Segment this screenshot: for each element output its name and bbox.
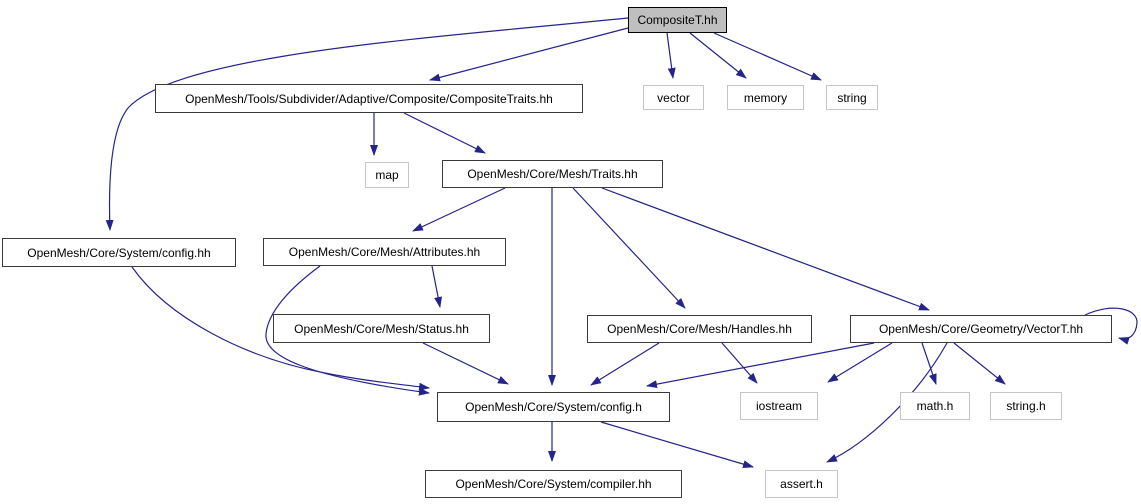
node-composite-t-hh: CompositeT.hh [628,7,727,33]
node-iostream: iostream [740,392,818,420]
node-mesh-handles-hh[interactable]: OpenMesh/Core/Mesh/Handles.hh [587,315,812,343]
edge-vectort-to-string-h [953,342,1006,385]
edge-attributes-to-status [431,265,443,308]
node-system-config-h[interactable]: OpenMesh/Core/System/config.h [437,392,670,422]
node-string-h: string.h [990,392,1062,420]
node-assert-h: assert.h [765,470,838,498]
edge-status-to-config-h [422,342,509,385]
edge-composite-t-to-vector [666,32,676,79]
edge-vectort-self-loop [1084,307,1138,345]
edge-composite-t-to-config-hh [105,17,629,231]
edge-vectort-to-assert-h [826,342,948,463]
edge-composite-t-to-string [713,32,822,81]
edge-vectort-to-math-h [921,342,937,385]
node-vector: vector [643,85,704,110]
edge-config-hh-to-config-h [131,266,430,391]
edge-handles-to-config-h [590,342,660,386]
node-mesh-attributes-hh[interactable]: OpenMesh/Core/Mesh/Attributes.hh [263,238,506,266]
node-string: string [826,85,878,110]
edge-composite-t-to-composite-traits [429,27,629,82]
node-system-config-hh[interactable]: OpenMesh/Core/System/config.hh [2,238,236,267]
node-math-h: math.h [900,392,970,420]
edge-traits-to-attributes [412,187,506,232]
edge-config-h-to-assert-h [600,421,754,468]
node-map: map [365,162,409,188]
node-memory: memory [727,85,804,110]
edge-traits-to-vectort [601,187,930,311]
edge-attributes-to-config-h [265,265,430,396]
edge-composite-t-to-memory [689,32,747,79]
node-mesh-traits-hh[interactable]: OpenMesh/Core/Mesh/Traits.hh [442,160,663,188]
node-mesh-status-hh[interactable]: OpenMesh/Core/Mesh/Status.hh [273,314,490,343]
edge-traits-to-handles [572,187,686,309]
edge-vectort-to-iostream [827,342,893,383]
node-composite-traits-hh[interactable]: OpenMesh/Tools/Subdivider/Adaptive/Compo… [155,84,583,113]
edge-composite-traits-to-traits [403,112,486,154]
node-geometry-vectort-hh[interactable]: OpenMesh/Core/Geometry/VectorT.hh [850,315,1112,343]
edge-vectort-to-config-h [646,342,875,389]
edge-handles-to-iostream [721,342,758,384]
node-system-compiler-hh[interactable]: OpenMesh/Core/System/compiler.hh [425,470,682,498]
